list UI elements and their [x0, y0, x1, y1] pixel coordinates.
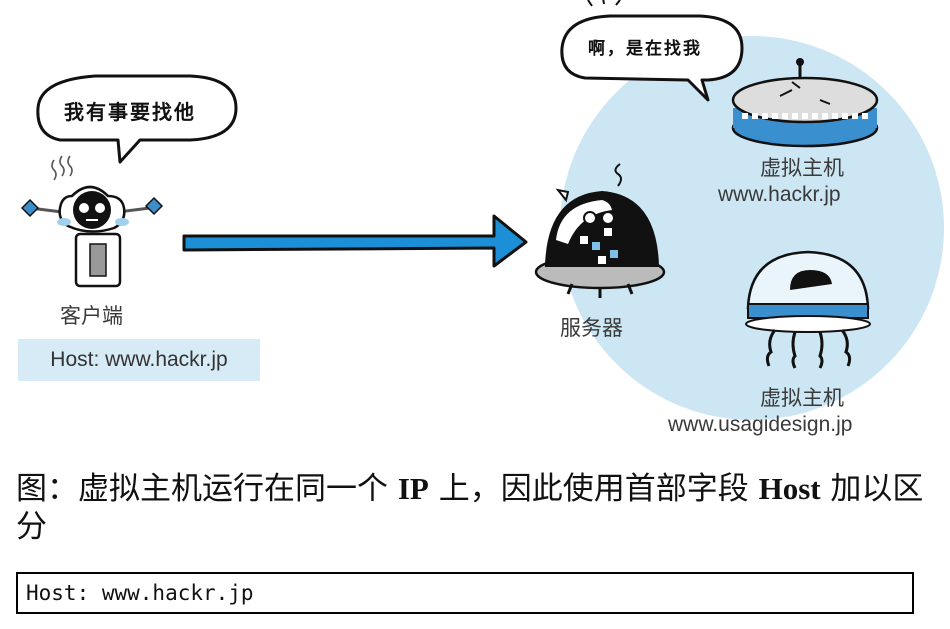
client-host-header-text: Host: www.hackr.jp — [50, 348, 228, 371]
vhost1-icon — [731, 58, 879, 148]
figure-caption: 图：虚拟主机运行在同一个 IP 上，因此使用首部字段 Host 加以区分 — [16, 470, 926, 546]
vhost2-domain: www.usagidesign.jp — [668, 413, 853, 436]
code-text: Host: www.hackr.jp — [26, 581, 254, 605]
vhost1-domain: www.hackr.jp — [718, 183, 841, 206]
server-speech-bubble — [560, 0, 744, 102]
client-label: 客户端 — [60, 304, 123, 328]
code-block: Host: www.hackr.jp — [16, 572, 914, 614]
client-speech-bubble — [36, 74, 238, 164]
caption-ip: IP — [397, 471, 429, 506]
caption-middle: 上，因此使用首部字段 — [428, 471, 759, 507]
vhost2-title: 虚拟主机 — [760, 386, 844, 410]
client-bubble-text: 我有事要找他 — [64, 100, 196, 124]
caption-prefix: 图：虚拟主机运行在同一个 — [16, 471, 398, 507]
vhost1-title: 虚拟主机 — [760, 156, 844, 180]
client-host-header-box: Host: www.hackr.jp — [18, 339, 260, 381]
server-label: 服务器 — [560, 316, 623, 340]
client-robot-icon — [20, 155, 164, 288]
vhost2-icon — [745, 250, 871, 369]
server-bubble-text: 啊，是在找我 — [588, 39, 702, 59]
caption-host: Host — [758, 471, 821, 506]
virtual-host-diagram — [20, 0, 944, 420]
caption-suffix: 加以区分 — [16, 471, 924, 545]
server-robot-icon — [534, 163, 666, 298]
request-arrow — [182, 214, 528, 268]
